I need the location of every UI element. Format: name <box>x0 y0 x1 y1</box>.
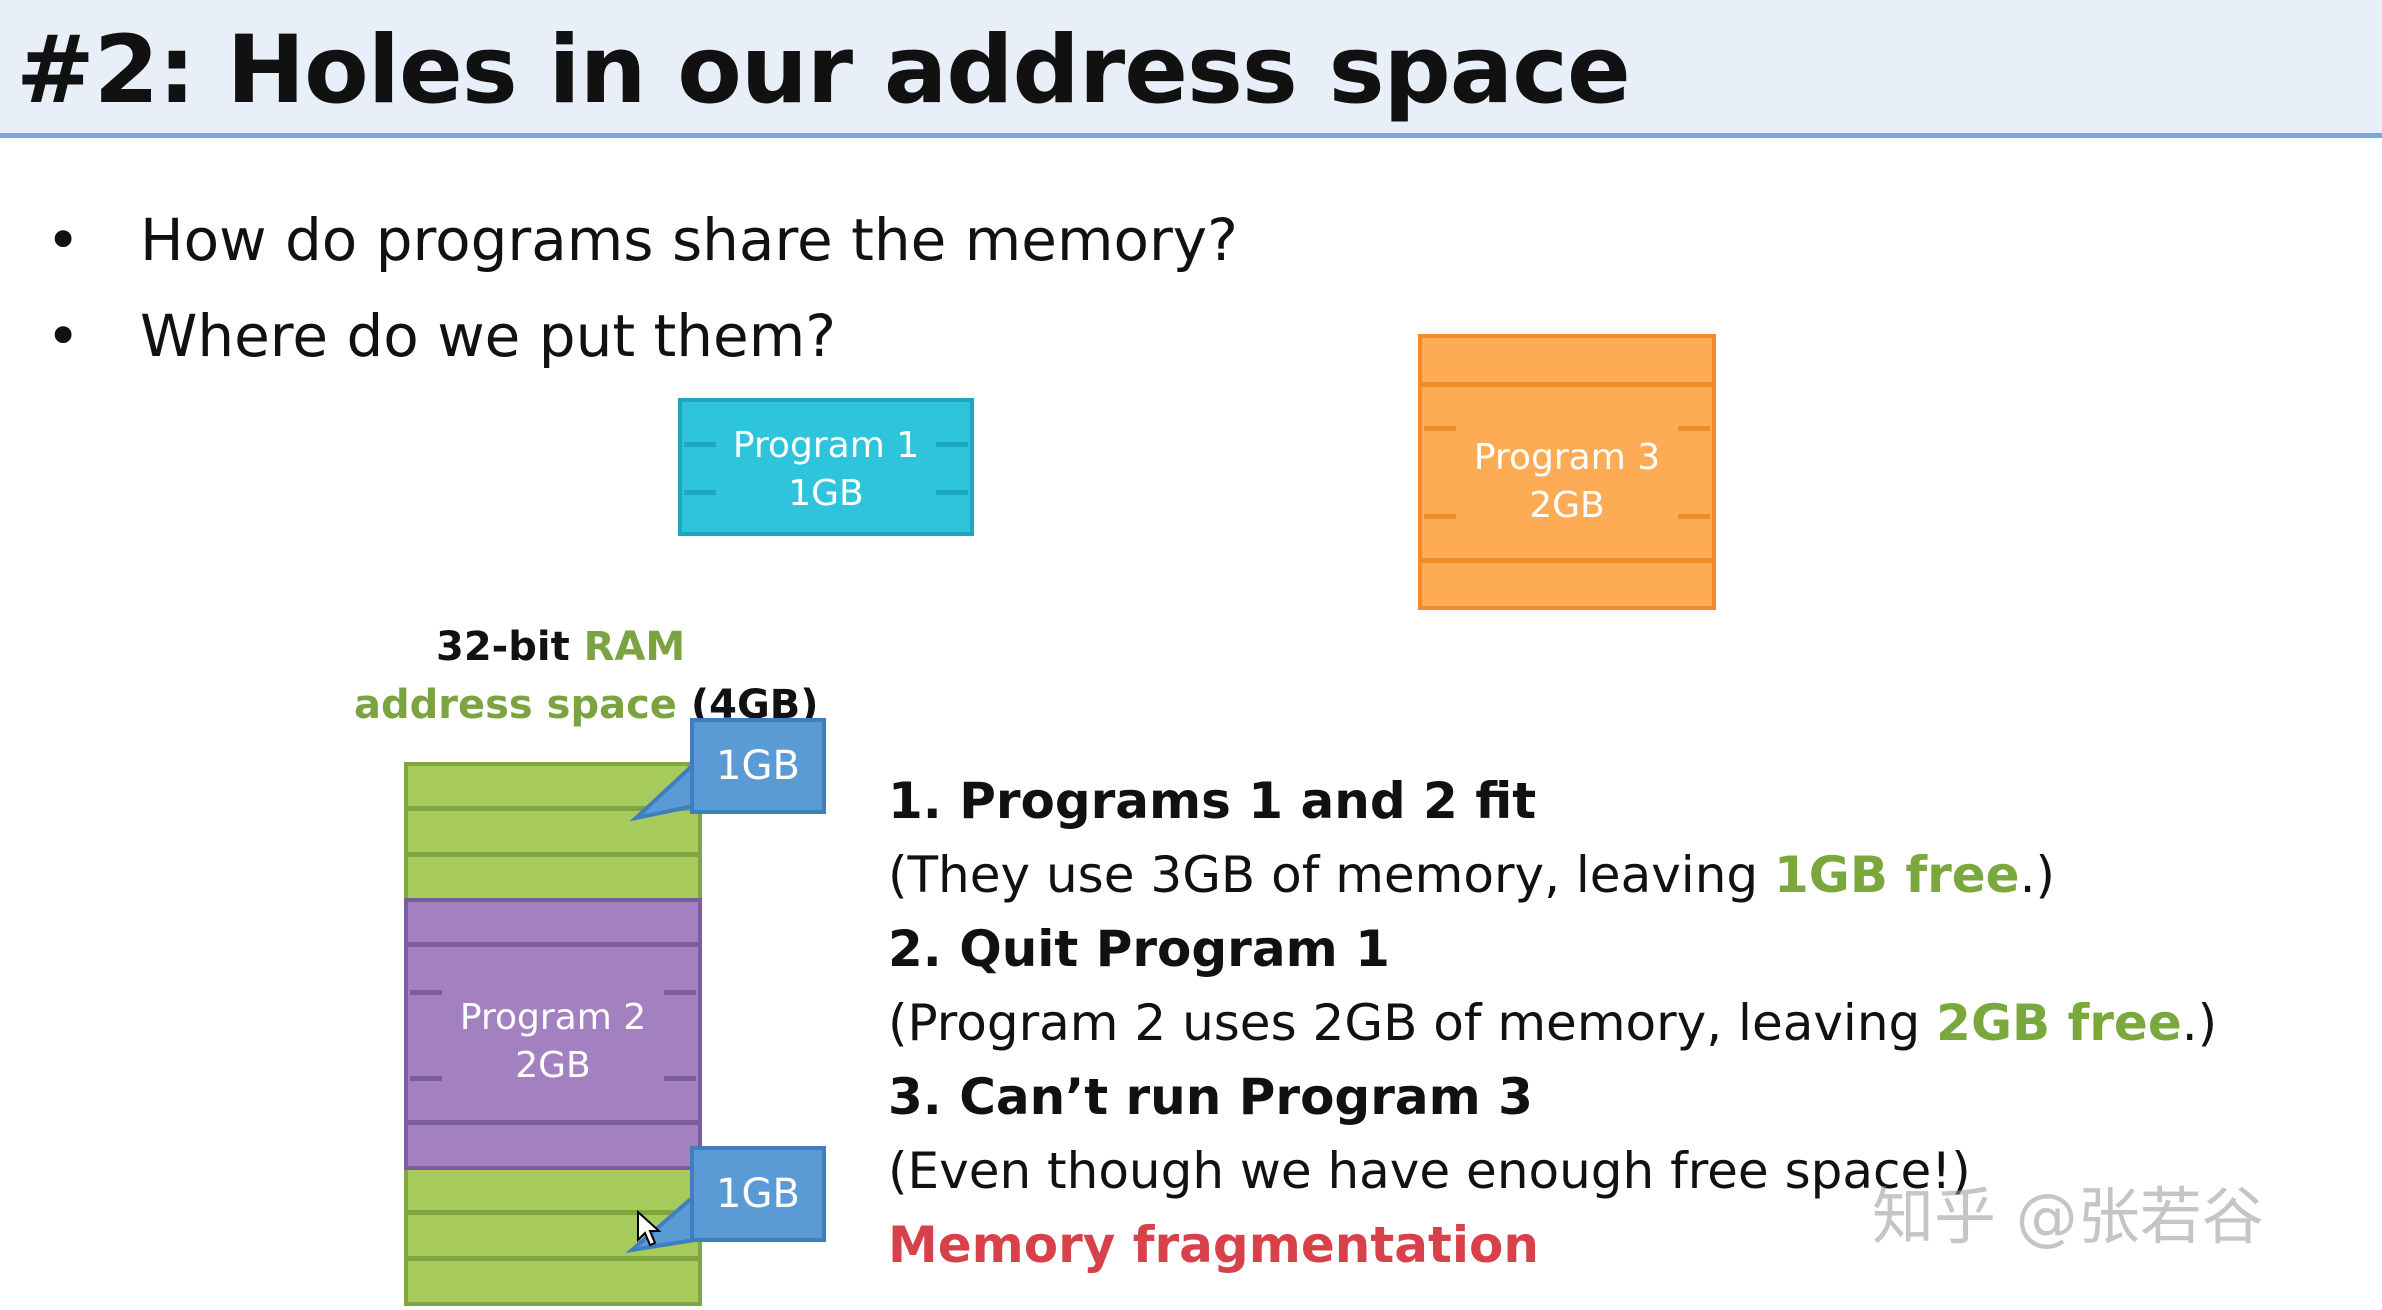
ram-free-top <box>404 762 702 898</box>
program-1-block: Program 1 1GB <box>678 398 974 536</box>
bullet-text: How do programs share the memory? <box>140 206 1238 274</box>
step-1-title: 1. Programs 1 and 2 fit <box>888 772 1537 830</box>
mouse-cursor-icon <box>637 1210 662 1247</box>
step-3-detail: (Even though we have enough free space!) <box>888 1142 1971 1200</box>
slide-header: #2: Holes in our address space <box>0 0 2382 138</box>
bullet-icon: • <box>46 302 81 370</box>
step-2-detail: (Program 2 uses 2GB of memory, leaving 2… <box>888 994 2218 1052</box>
watermark: 知乎 @张若谷 <box>1872 1180 2264 1253</box>
bullet-text: Where do we put them? <box>140 302 836 370</box>
step-1-detail: (They use 3GB of memory, leaving 1GB fre… <box>888 846 2056 904</box>
step-2-title: 2. Quit Program 1 <box>888 920 1390 978</box>
program-3-name: Program 3 <box>1473 437 1661 478</box>
slide-title: #2: Holes in our address space <box>16 16 1631 125</box>
bullet-icon: • <box>46 206 81 274</box>
callout-free-bottom: 1GB <box>690 1146 826 1242</box>
step-3-title: 3. Can’t run Program 3 <box>888 1068 1533 1126</box>
program-2-name: Program 2 <box>459 997 647 1038</box>
program-1-size: 1GB <box>788 473 864 514</box>
program-2-size: 2GB <box>515 1045 591 1086</box>
ram-label-line1: 32-bit RAM <box>436 624 686 670</box>
conclusion-text: Memory fragmentation <box>888 1216 1539 1274</box>
program-2-block: Program 2 2GB <box>404 898 702 1170</box>
program-3-block: Program 3 2GB <box>1418 334 1716 610</box>
program-3-size: 2GB <box>1529 485 1605 526</box>
callout-free-top: 1GB <box>690 718 826 814</box>
program-1-name: Program 1 <box>732 425 920 466</box>
